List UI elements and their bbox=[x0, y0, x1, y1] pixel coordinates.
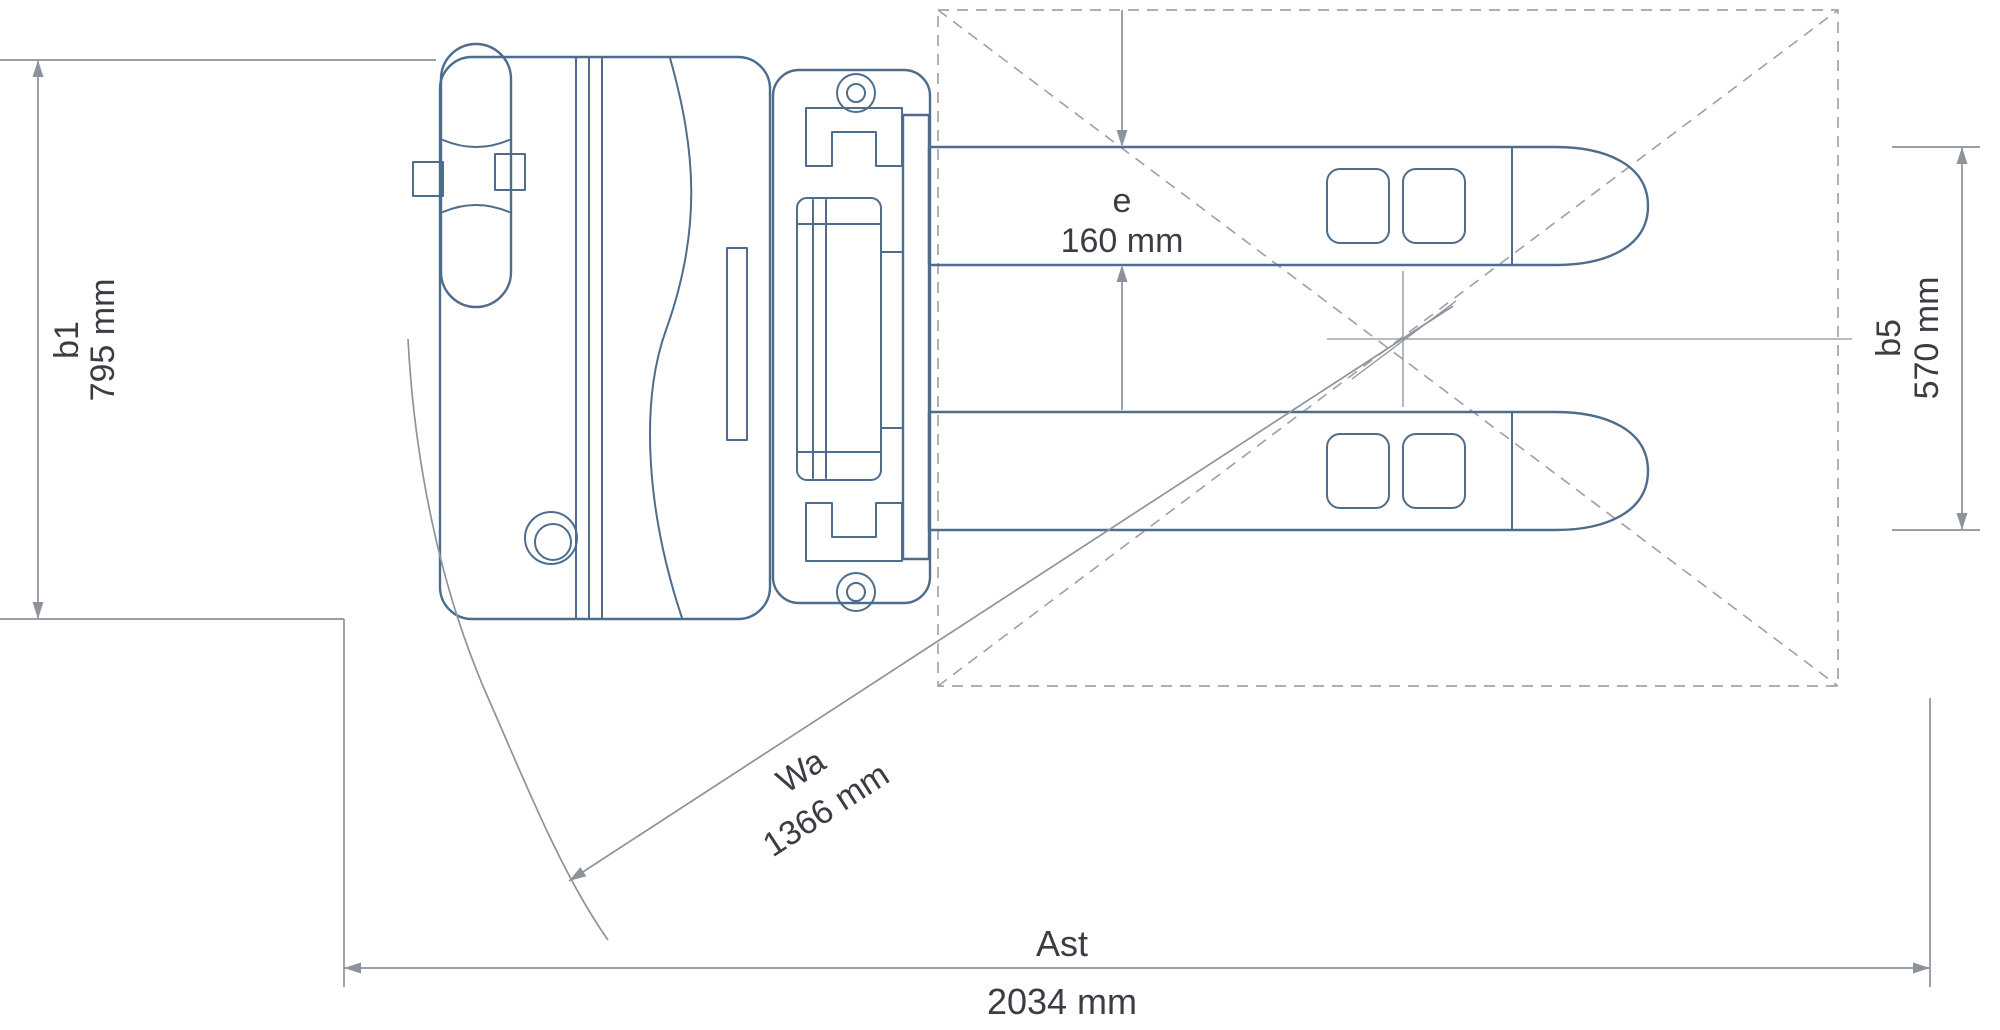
dim-wa-labels: Wa 1366 mm bbox=[756, 742, 896, 865]
dim-e-value: 160 mm bbox=[1061, 222, 1184, 260]
drive-wheel bbox=[524, 511, 578, 565]
dim-b5: b5 570 mm bbox=[1870, 146, 1980, 531]
pallet-diagonal-dashed bbox=[937, 9, 1839, 687]
cover-contour-line bbox=[649, 57, 693, 619]
tiller-handle bbox=[412, 42, 526, 309]
load-roller bbox=[1326, 168, 1390, 244]
dim-ast-value: 2034 mm bbox=[987, 981, 1137, 1022]
fork-bottom-outline bbox=[927, 410, 1650, 532]
arrowhead-down bbox=[1116, 130, 1128, 147]
tiller-control-knob bbox=[412, 161, 444, 197]
arrowhead-up bbox=[1116, 265, 1128, 282]
arrowhead-down bbox=[1956, 513, 1968, 530]
center-lines bbox=[1327, 271, 1852, 407]
dim-e-label: e bbox=[1113, 182, 1132, 220]
chassis-body bbox=[438, 55, 772, 621]
load-roller bbox=[1326, 433, 1390, 509]
dim-b1-value: 795 mm bbox=[84, 279, 122, 402]
arrowhead-left bbox=[344, 962, 361, 974]
dim-e: e 160 mm bbox=[1061, 10, 1184, 410]
dim-b1-label: b1 bbox=[48, 321, 86, 359]
dim-b1: b1 795 mm bbox=[0, 59, 436, 620]
load-roller bbox=[1402, 168, 1466, 244]
mast-assembly bbox=[771, 68, 932, 612]
truck-top-view bbox=[412, 42, 1650, 621]
fork-top bbox=[927, 145, 1650, 267]
arrowhead-right bbox=[1913, 962, 1930, 974]
arrowhead-up bbox=[1956, 147, 1968, 164]
mast-roller-bottom-inner bbox=[846, 582, 866, 602]
mast-bracket-top bbox=[805, 107, 903, 167]
tiller-grip bbox=[439, 42, 513, 309]
dim-ast: Ast 2034 mm bbox=[343, 619, 1931, 1022]
fork-top-outline bbox=[927, 145, 1650, 267]
tiller-waist-line bbox=[442, 139, 510, 148]
tiller-waist-line bbox=[442, 204, 510, 213]
center-slash-mark bbox=[1351, 300, 1457, 380]
pallet-footprint-dashed bbox=[937, 9, 1839, 687]
fork-bottom bbox=[927, 410, 1650, 532]
load-roller bbox=[1402, 433, 1466, 509]
arrowhead-diagonal bbox=[569, 867, 587, 881]
drive-wheel-inner bbox=[534, 523, 572, 561]
turning-arc bbox=[407, 338, 609, 941]
pallet-diagonal-dashed bbox=[937, 9, 1839, 687]
dim-ast-label: Ast bbox=[1036, 923, 1088, 964]
dim-wa: Wa 1366 mm bbox=[568, 305, 1454, 882]
arrowhead-down bbox=[32, 602, 44, 619]
dimension-line-wa bbox=[568, 305, 1454, 882]
mast-roller-top-inner bbox=[846, 83, 866, 103]
mast-roller-top bbox=[836, 73, 876, 113]
arrowhead-up bbox=[32, 60, 44, 77]
pallet-outline-dashed bbox=[937, 9, 1839, 687]
fork-carriage-plate bbox=[901, 113, 931, 561]
dim-b5-value: 570 mm bbox=[1908, 277, 1946, 400]
chassis-slot bbox=[726, 247, 748, 441]
tiller-switch bbox=[494, 153, 526, 191]
mast-bracket-bottom bbox=[805, 502, 903, 562]
mast-channel bbox=[796, 197, 882, 481]
dim-b5-label: b5 bbox=[1870, 319, 1908, 357]
mast-roller-bottom bbox=[836, 572, 876, 612]
chassis-outline bbox=[438, 55, 772, 621]
